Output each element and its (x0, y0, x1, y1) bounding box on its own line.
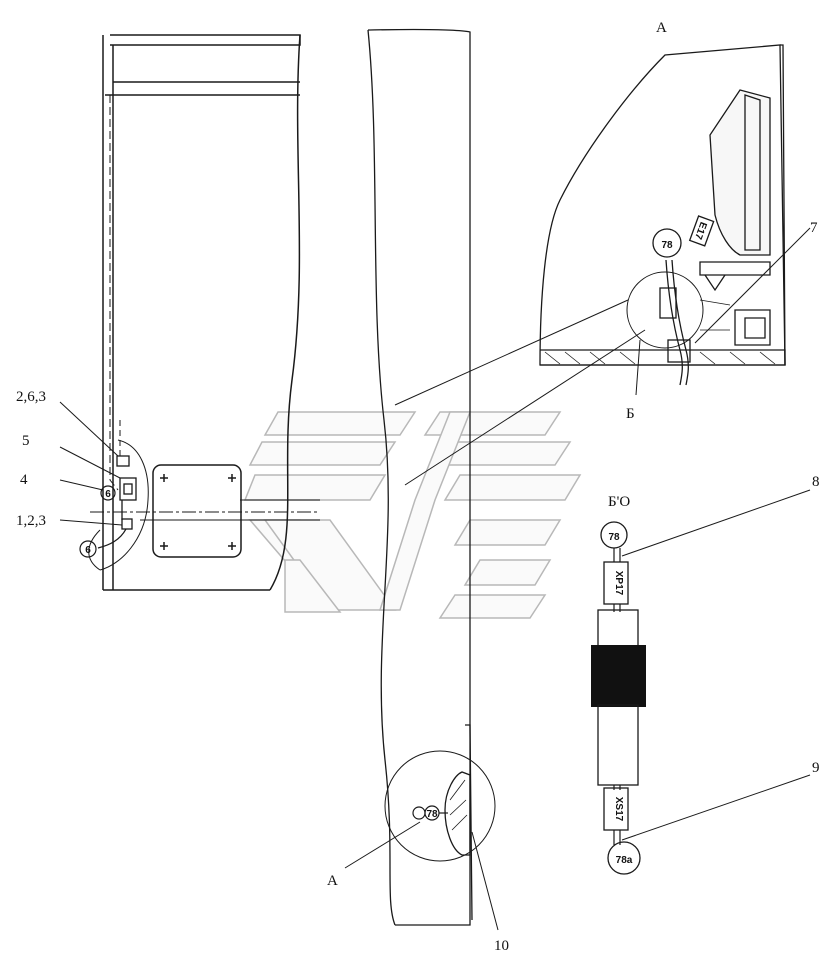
view-a-detail (539, 44, 786, 386)
wire-tag-78-top: 78 (652, 228, 682, 258)
wire-tag-xs17: XS17 (603, 787, 629, 831)
leader-lines-view-b (621, 489, 811, 841)
side-panel-outline (367, 28, 473, 926)
callout-a-bottom: A (327, 873, 338, 889)
detail-circle-a: 78 (384, 750, 496, 862)
view-b-detail: 78 XP17 XS17 78a (591, 521, 646, 875)
wire-tag-78a: 78a (607, 841, 641, 875)
view-b-marker: Б (626, 406, 635, 422)
callout-4: 4 (20, 472, 28, 488)
wire-tag-xp17: XP17 (603, 561, 629, 605)
svg-text:XS17: XS17 (613, 797, 624, 822)
wire-tag-6-a: 6 (100, 485, 116, 501)
callout-2-6-3: 2,6,3 (16, 389, 46, 405)
callout-10: 10 (494, 938, 509, 954)
svg-text:78: 78 (661, 240, 673, 251)
callout-7: 7 (810, 220, 818, 236)
view-b-title: Б'О (608, 494, 630, 510)
wire-tag-6-b: 6 (79, 540, 97, 558)
watermark-logo (243, 411, 582, 619)
leader-lines-bottom (344, 821, 499, 931)
svg-text:78: 78 (608, 532, 620, 543)
view-a-title: A (656, 20, 667, 36)
svg-text:78: 78 (426, 809, 438, 820)
switch-assembly (97, 455, 137, 549)
svg-text:XP17: XP17 (613, 571, 624, 596)
wire-tag-78-b: 78 (600, 521, 628, 549)
callout-8: 8 (812, 474, 820, 490)
svg-text:6: 6 (85, 545, 91, 556)
detail-circle-b (626, 271, 704, 349)
cab-door-outline (88, 34, 301, 591)
callout-9: 9 (812, 760, 820, 776)
leader-lines-left (59, 401, 123, 526)
center-line (90, 499, 320, 521)
svg-text:6: 6 (105, 489, 111, 500)
svg-text:78a: 78a (616, 855, 633, 866)
wire-tag-e17: E17 (688, 215, 715, 247)
lamp-plate (152, 464, 242, 558)
callout-1-2-3: 1,2,3 (16, 513, 46, 529)
leader-lines-view-a (394, 227, 811, 486)
svg-text:E17: E17 (692, 220, 709, 241)
callout-5: 5 (22, 433, 30, 449)
